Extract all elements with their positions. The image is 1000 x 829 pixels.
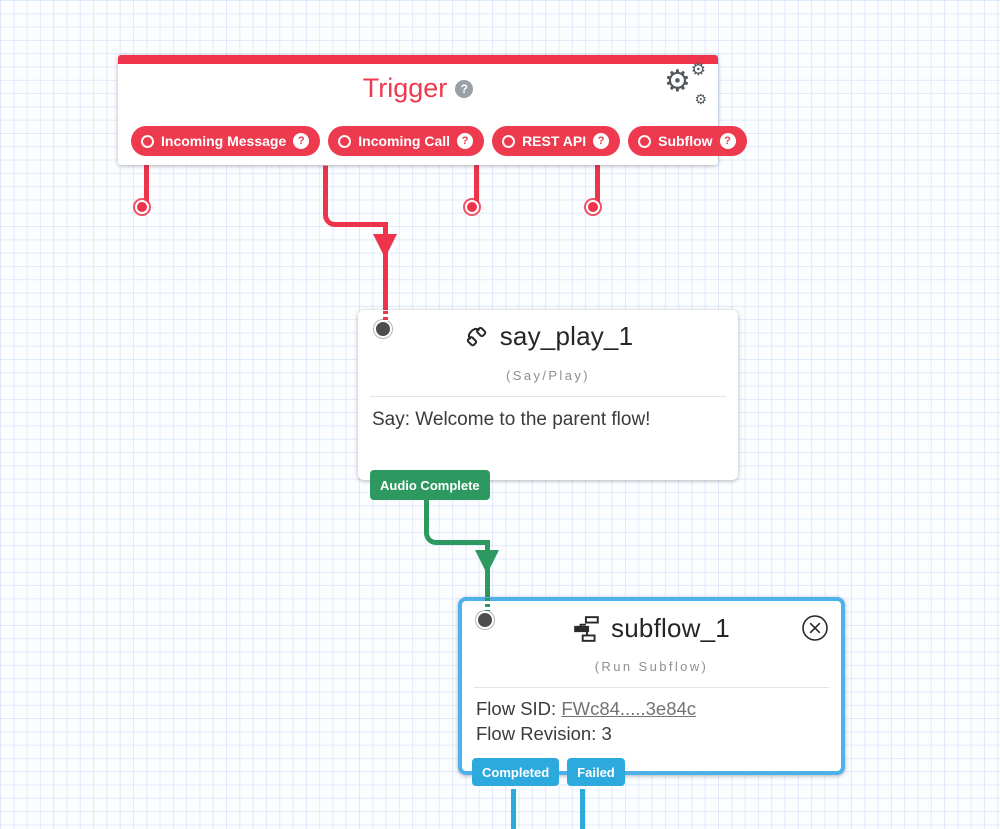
- flow-sid-row: Flow SID: FWc84.....3e84c: [476, 697, 827, 722]
- widget-title: say_play_1: [499, 321, 634, 351]
- connector-line: [322, 166, 388, 227]
- transition-completed[interactable]: Completed: [472, 758, 560, 786]
- trigger-header-bar: [118, 55, 718, 64]
- connector-line: [423, 500, 490, 545]
- connector-line: [484, 598, 490, 611]
- help-icon[interactable]: ?: [457, 133, 474, 149]
- say-play-widget[interactable]: say_play_1 (Say/Play) Say: Welcome to th…: [358, 310, 738, 500]
- connector-line: [510, 789, 516, 829]
- trigger-pill-rest-api[interactable]: REST API ?: [492, 126, 621, 156]
- connector-line: [382, 222, 388, 310]
- transition-audio-complete[interactable]: Audio Complete: [370, 470, 490, 500]
- pill-label: Incoming Call: [358, 133, 451, 149]
- trigger-pill-incoming-call[interactable]: Incoming Call ?: [328, 126, 485, 156]
- trigger-widget[interactable]: Trigger ? ⚙ ⚙ ⚙ Incoming Message ? Incom…: [118, 55, 747, 165]
- subflow-widget[interactable]: subflow_1 (Run Subflow) Flow SID: FWc84.…: [458, 597, 845, 786]
- trigger-pill-row: Incoming Message ? Incoming Call ? REST …: [131, 126, 747, 156]
- widget-body-text: Say: Welcome to the parent flow!: [372, 409, 651, 430]
- subflow-icon: [574, 615, 599, 642]
- help-icon[interactable]: ?: [593, 133, 610, 149]
- connector-endpoint[interactable]: [586, 200, 600, 214]
- connector-line: [579, 789, 585, 829]
- flow-sid-label: Flow SID:: [476, 698, 557, 719]
- pill-label: Subflow: [658, 133, 713, 149]
- connector-ring-icon: [502, 134, 516, 148]
- widget-type-label: (Run Subflow): [594, 659, 709, 674]
- divider: [474, 687, 829, 688]
- connector-endpoint[interactable]: [465, 200, 479, 214]
- trigger-title: Trigger: [362, 73, 448, 103]
- connector-ring-icon: [638, 134, 652, 148]
- flow-revision-value: 3: [601, 722, 612, 744]
- widget-type-label: (Say/Play): [506, 368, 590, 383]
- flow-revision-row: Flow Revision: 3: [476, 722, 827, 747]
- flow-sid-link[interactable]: FWc84.....3e84c: [561, 698, 697, 719]
- help-icon[interactable]: ?: [293, 133, 310, 149]
- trigger-pill-incoming-message[interactable]: Incoming Message ?: [131, 126, 321, 156]
- connector-line: [473, 165, 479, 203]
- connector-line: [594, 165, 600, 203]
- connector-arrow-icon: [475, 550, 499, 574]
- pill-label: Incoming Message: [161, 133, 287, 149]
- trigger-pill-subflow[interactable]: Subflow ?: [628, 126, 747, 156]
- connector-line: [143, 165, 149, 203]
- connector-line: [382, 311, 388, 321]
- flow-revision-label: Flow Revision:: [476, 722, 597, 744]
- gear-icon[interactable]: ⚙ ⚙ ⚙: [664, 60, 707, 107]
- connector-endpoint[interactable]: [135, 200, 149, 214]
- help-icon[interactable]: ?: [455, 79, 474, 98]
- widget-title: subflow_1: [611, 613, 730, 643]
- connector-ring-icon: [141, 134, 154, 148]
- transition-failed[interactable]: Failed: [567, 758, 625, 786]
- divider: [370, 396, 726, 397]
- input-port[interactable]: [476, 611, 494, 629]
- phone-icon: [466, 326, 487, 347]
- connector-arrow-icon: [373, 234, 397, 258]
- help-icon[interactable]: ?: [719, 133, 736, 149]
- pill-label: REST API: [522, 133, 587, 149]
- close-icon[interactable]: [801, 614, 829, 642]
- input-port[interactable]: [374, 320, 392, 338]
- connector-ring-icon: [338, 134, 352, 148]
